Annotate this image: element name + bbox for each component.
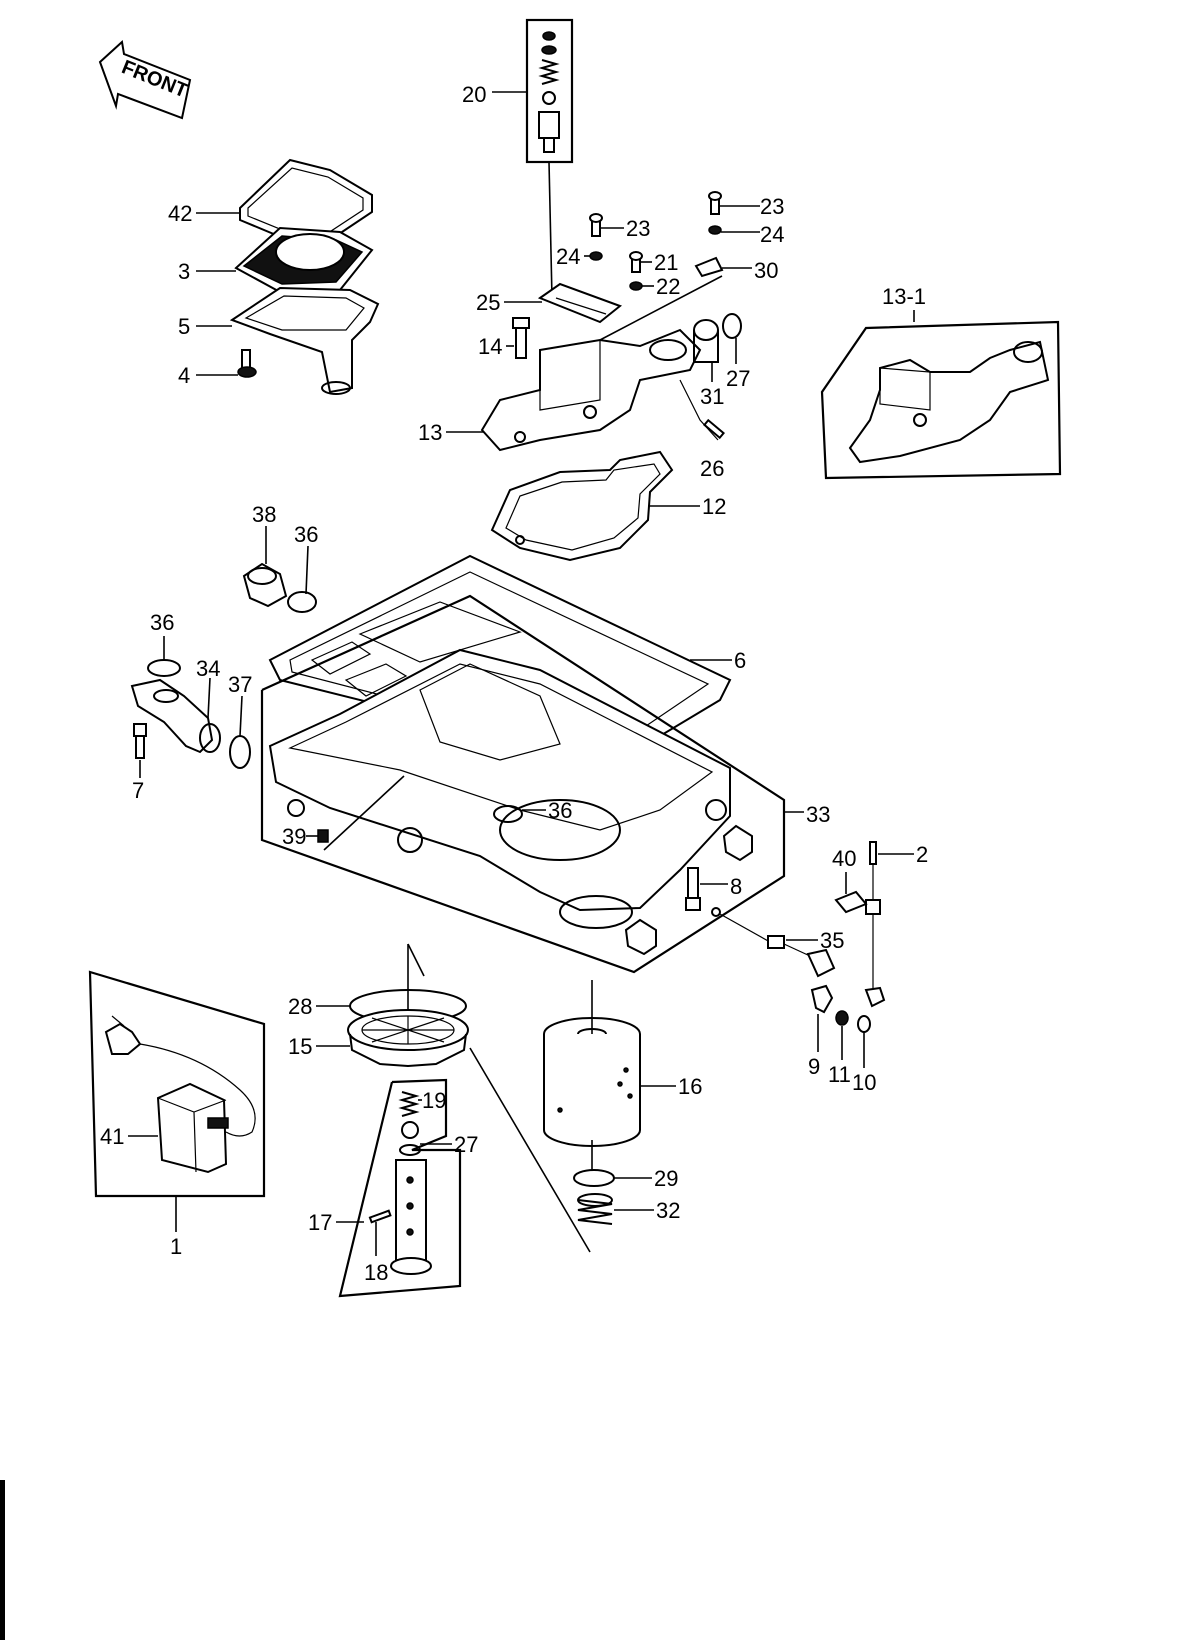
part-22-washer — [629, 281, 643, 291]
part-13-pump-cover — [480, 328, 702, 452]
part-30-clamp — [694, 256, 724, 278]
part-18-pin — [368, 1209, 392, 1224]
label-42: 42 — [168, 201, 192, 226]
label-39: 39 — [282, 824, 306, 849]
part-42-gasket — [239, 158, 373, 247]
part-26-pin — [679, 379, 725, 441]
part-24-washers — [589, 225, 722, 261]
label-5: 5 — [178, 314, 190, 339]
part-15-filter-housing — [347, 1009, 469, 1068]
part-10-bolt — [857, 1015, 871, 1033]
label-25: 25 — [476, 290, 500, 315]
label-40: 40 — [832, 846, 856, 871]
part-3-screen — [234, 226, 374, 294]
part-36-washer-c — [493, 805, 523, 823]
part-17-bypass-valve-box — [338, 1078, 462, 1298]
part-11-nut — [835, 1010, 849, 1026]
part-33-oil-pan — [268, 648, 753, 956]
label-41: 41 — [100, 1124, 124, 1149]
label-9: 9 — [808, 1054, 820, 1079]
label-36-b: 36 — [150, 610, 174, 635]
part-2-oil-pressure-lead — [864, 841, 886, 1008]
part-14-bolt — [512, 317, 530, 359]
scan-edge-bar — [0, 1480, 5, 1640]
label-22: 22 — [656, 274, 680, 299]
label-35: 35 — [820, 928, 844, 953]
label-30: 30 — [754, 258, 778, 283]
part-38-plug — [242, 562, 288, 608]
part-12-gasket — [490, 450, 674, 562]
label-23-b: 23 — [760, 194, 784, 219]
label-18: 18 — [364, 1260, 388, 1285]
part-1-switch-box — [88, 970, 266, 1198]
label-1: 1 — [170, 1234, 182, 1259]
label-12: 12 — [702, 494, 726, 519]
part-23-bolts — [589, 191, 722, 237]
label-2: 2 — [916, 842, 928, 867]
part-37-o-ring — [229, 735, 251, 769]
label-38: 38 — [252, 502, 276, 527]
label-7: 7 — [132, 778, 144, 803]
label-6: 6 — [734, 648, 746, 673]
label-11: 11 — [828, 1062, 851, 1087]
part-36-washer-b — [147, 659, 181, 677]
label-31: 31 — [700, 384, 724, 409]
label-36-c: 36 — [548, 798, 572, 823]
label-29: 29 — [654, 1166, 678, 1191]
label-23-a: 23 — [626, 216, 650, 241]
part-21-screw — [629, 251, 643, 273]
part-4-bolt — [237, 349, 257, 378]
label-16: 16 — [678, 1074, 702, 1099]
label-14: 14 — [478, 334, 502, 359]
label-37: 37 — [228, 672, 252, 697]
label-21: 21 — [654, 250, 678, 275]
label-36-a: 36 — [294, 522, 318, 547]
part-29-washer — [573, 1169, 615, 1187]
part-16-oil-filter — [543, 1017, 641, 1147]
part-9-bracket — [810, 984, 834, 1014]
label-24-b: 24 — [760, 222, 784, 247]
part-40-clip — [834, 890, 868, 914]
label-24-a: 24 — [556, 244, 580, 269]
part-32-spring — [577, 1193, 613, 1225]
label-3: 3 — [178, 259, 190, 284]
label-32: 32 — [656, 1198, 680, 1223]
label-26: 26 — [700, 456, 724, 481]
part-8-bolt — [685, 867, 701, 911]
label-17: 17 — [308, 1210, 332, 1235]
part-20-relief-valve-box — [525, 18, 574, 164]
part-31-plug — [693, 319, 719, 363]
label-27-a: 27 — [726, 366, 750, 391]
part-33-oil-pan-box — [260, 594, 786, 974]
label-10: 10 — [852, 1070, 876, 1095]
label-19: 19 — [422, 1088, 446, 1113]
part-36-washer-a — [287, 591, 317, 613]
part-35-oil-pressure-switch — [711, 907, 836, 978]
front-arrow-icon: FRONT — [98, 40, 192, 120]
part-34-pipe — [130, 678, 221, 754]
label-33: 33 — [806, 802, 830, 827]
label-13-1: 13-1 — [882, 284, 926, 309]
part-7-bolt — [133, 723, 147, 759]
part-13-1-alternate-cover-box — [820, 320, 1062, 480]
label-27-b: 27 — [454, 1132, 478, 1157]
part-27-o-ring — [722, 313, 742, 339]
label-20: 20 — [462, 82, 486, 107]
label-28: 28 — [288, 994, 312, 1019]
label-34: 34 — [196, 656, 220, 681]
part-25-plate — [537, 282, 623, 324]
label-4: 4 — [178, 363, 190, 388]
label-8: 8 — [730, 874, 742, 899]
label-13: 13 — [418, 420, 442, 445]
label-15: 15 — [288, 1034, 312, 1059]
part-5-cover — [229, 286, 380, 395]
